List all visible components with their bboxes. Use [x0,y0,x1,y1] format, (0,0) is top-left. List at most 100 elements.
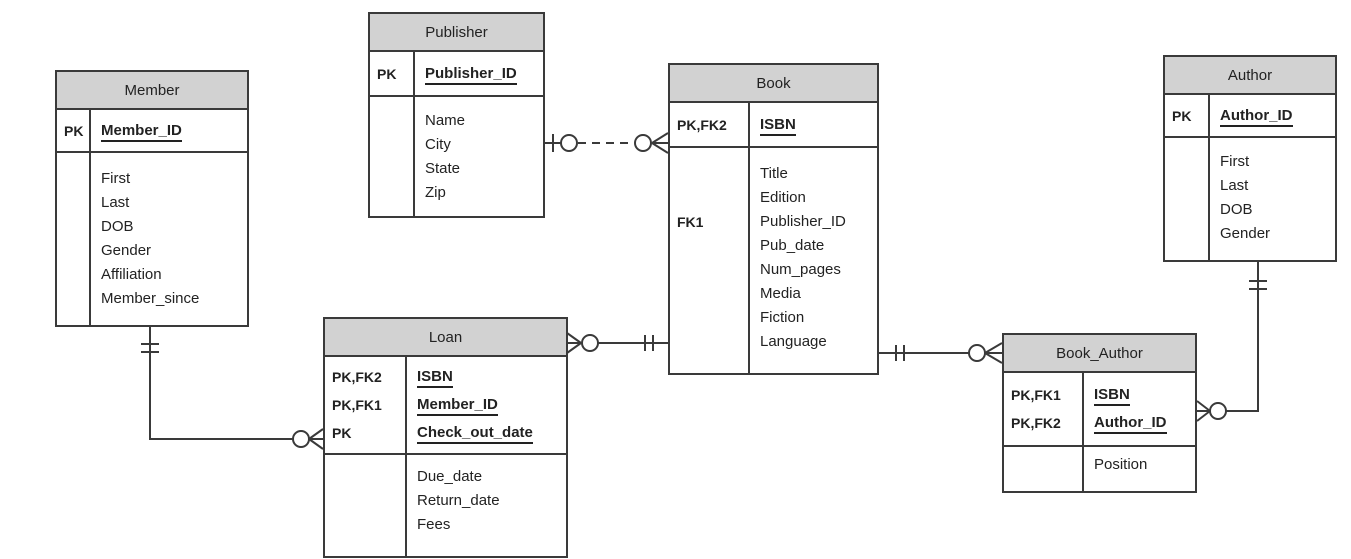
crows-foot-icon [1196,400,1211,422]
entity-header: Publisher [370,14,543,52]
key-attributes-section: PK Publisher_ID [370,52,543,97]
key-tag-column: PK [370,52,415,95]
attribute-tag [1172,150,1208,174]
attribute: Member_since [101,290,200,307]
attribute: Zip [425,184,446,201]
attribute-tag [64,239,89,263]
attribute: Language [760,333,827,350]
attribute: Title [760,165,788,182]
key-name-column: Member_ID [91,110,247,151]
entity-header: Book [670,65,877,103]
key-tag-column: PK [1165,95,1210,136]
attr-tag-column [325,455,407,556]
crows-foot-icon [984,342,1003,364]
relationship-publisher-book [545,132,669,154]
key-attribute-text: Member_ID [101,121,182,142]
key-attribute-text: Author_ID [1094,413,1167,434]
relationship-member-loan [141,327,324,450]
zero-marker [581,334,599,352]
attribute: Due_date [417,468,483,485]
attribute: Last [1220,177,1249,194]
attr-tag-column [1165,138,1210,260]
key-tag: PK,FK2 [332,369,382,385]
attribute-tag [377,133,413,157]
attribute: First [101,170,131,187]
attribute-tag: FK1 [677,214,704,230]
entity-title: Book [756,74,791,92]
attribute-tag [332,465,405,489]
key-attribute: Author_ID [1094,409,1195,437]
attribute: Return_date [417,492,500,509]
key-attribute: Check_out_date [417,419,566,447]
attribute-tag [377,157,413,181]
entity-title: Book_Author [1056,344,1143,362]
crows-foot-icon [651,132,669,154]
attribute: Gender [101,242,152,259]
key-attributes-section: PK Author_ID [1165,95,1335,138]
key-tag-column: PK,FK2 [670,103,750,146]
key-name-column: Publisher_ID [415,52,543,95]
attribute: Pub_date [760,237,825,254]
attribute: Name [425,112,466,129]
attribute: DOB [1220,201,1253,218]
key-attribute: ISBN [760,111,877,139]
relationship-book-loan [566,332,668,354]
key-attribute-text: Publisher_ID [425,64,517,85]
key-attribute-text: ISBN [760,115,796,136]
key-attribute: Publisher_ID [425,60,543,88]
zero-marker [634,134,652,152]
attribute: Gender [1220,225,1271,242]
relationship-book-bookauthor [879,342,1003,364]
key-attribute-text: ISBN [417,367,453,388]
attr-name-column: Position [1084,447,1195,491]
attribute-tag [1172,174,1208,198]
key-tag: PK,FK1 [1011,387,1061,403]
attribute: First [1220,153,1250,170]
attribute-tag [64,167,89,191]
attribute-tag [64,287,89,311]
zero-marker [560,134,578,152]
relationship-author-bookauthor [1196,262,1267,422]
key-attribute: Author_ID [1220,102,1335,130]
key-tag: PK [1172,108,1192,124]
zero-marker [968,344,986,362]
attribute-tag [377,181,413,205]
key-tag: PK [332,425,352,441]
key-attribute-text: Member_ID [417,395,498,416]
attr-tag-column [57,153,91,325]
attribute-tag [677,258,748,282]
attribute: Fees [417,516,451,533]
attribute: Num_pages [760,261,841,278]
attribute: DOB [101,218,134,235]
attribute: Fiction [760,309,805,326]
attribute-tag [677,306,748,330]
key-tag: PK,FK2 [1011,415,1061,431]
entity-header: Book_Author [1004,335,1195,373]
key-tag: PK,FK1 [332,397,382,413]
attribute-tag [1172,222,1208,246]
entity-title: Member [124,81,180,99]
attribute: Position [1094,456,1148,473]
attribute-tag [677,162,748,186]
attributes-section: Position [1004,447,1195,491]
attribute-tag [1011,453,1082,477]
attribute-tag [64,263,89,287]
entity-header: Author [1165,57,1335,95]
key-attributes-section: PK,FK2 ISBN [670,103,877,148]
attribute: Media [760,285,801,302]
